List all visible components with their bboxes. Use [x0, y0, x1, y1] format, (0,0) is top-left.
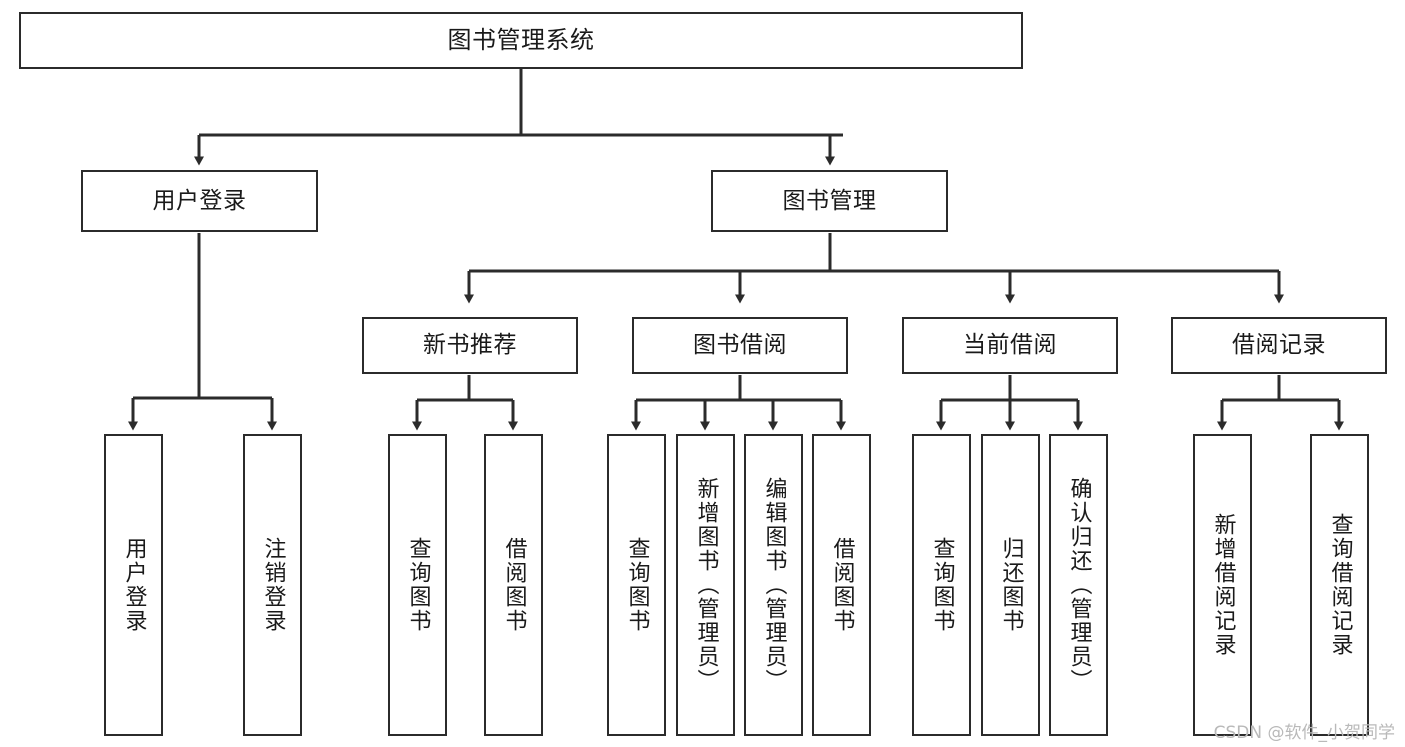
leaf-borrow-add-book-admin[interactable]: 新增图书（管理员）: [676, 434, 735, 736]
node-current-borrow[interactable]: 当前借阅: [902, 317, 1118, 374]
leaf-record-add-record[interactable]: 新增借阅记录: [1193, 434, 1252, 736]
node-label: 查询借阅记录: [1327, 513, 1353, 657]
node-label: 新书推荐: [423, 332, 517, 359]
leaf-record-query-record[interactable]: 查询借阅记录: [1310, 434, 1369, 736]
node-label: 借阅图书: [501, 537, 527, 633]
leaf-user-login-logout[interactable]: 注销登录: [243, 434, 302, 736]
leaf-current-return-book[interactable]: 归还图书: [981, 434, 1040, 736]
leaf-new-book-query[interactable]: 查询图书: [388, 434, 447, 736]
node-label: 图书管理系统: [447, 25, 595, 54]
node-new-book-recommend[interactable]: 新书推荐: [362, 317, 578, 374]
leaf-borrow-query-book[interactable]: 查询图书: [607, 434, 666, 736]
node-label: 归还图书: [998, 537, 1024, 633]
node-label: 当前借阅: [963, 332, 1057, 359]
node-label: 图书管理: [782, 187, 877, 214]
node-user-login[interactable]: 用户登录: [81, 170, 318, 232]
leaf-user-login-login[interactable]: 用户登录: [104, 434, 163, 736]
node-label: 注销登录: [260, 537, 286, 633]
leaf-current-confirm-return-admin[interactable]: 确认归还（管理员）: [1049, 434, 1108, 736]
csdn-watermark: CSDN @软件_小贺同学: [1213, 723, 1395, 743]
node-label: 借阅图书: [829, 537, 855, 633]
leaf-borrow-edit-book-admin[interactable]: 编辑图书（管理员）: [744, 434, 803, 736]
node-label: 查询图书: [624, 537, 650, 633]
node-root-system[interactable]: 图书管理系统: [19, 12, 1023, 69]
node-label: 查询图书: [929, 537, 955, 633]
node-book-borrow[interactable]: 图书借阅: [632, 317, 848, 374]
node-label: 编辑图书（管理员）: [761, 477, 787, 693]
node-label: 查询图书: [405, 537, 431, 633]
node-label: 借阅记录: [1232, 332, 1326, 359]
node-label: 图书借阅: [693, 332, 787, 359]
node-label: 新增图书（管理员）: [693, 477, 719, 693]
node-book-management[interactable]: 图书管理: [711, 170, 948, 232]
leaf-current-query-book[interactable]: 查询图书: [912, 434, 971, 736]
node-label: 用户登录: [152, 187, 247, 214]
leaf-borrow-borrow-book[interactable]: 借阅图书: [812, 434, 871, 736]
node-label: 新增借阅记录: [1210, 513, 1236, 657]
node-label: 用户登录: [121, 537, 147, 633]
node-borrow-record[interactable]: 借阅记录: [1171, 317, 1387, 374]
node-label: 确认归还（管理员）: [1066, 477, 1092, 693]
leaf-new-book-borrow[interactable]: 借阅图书: [484, 434, 543, 736]
